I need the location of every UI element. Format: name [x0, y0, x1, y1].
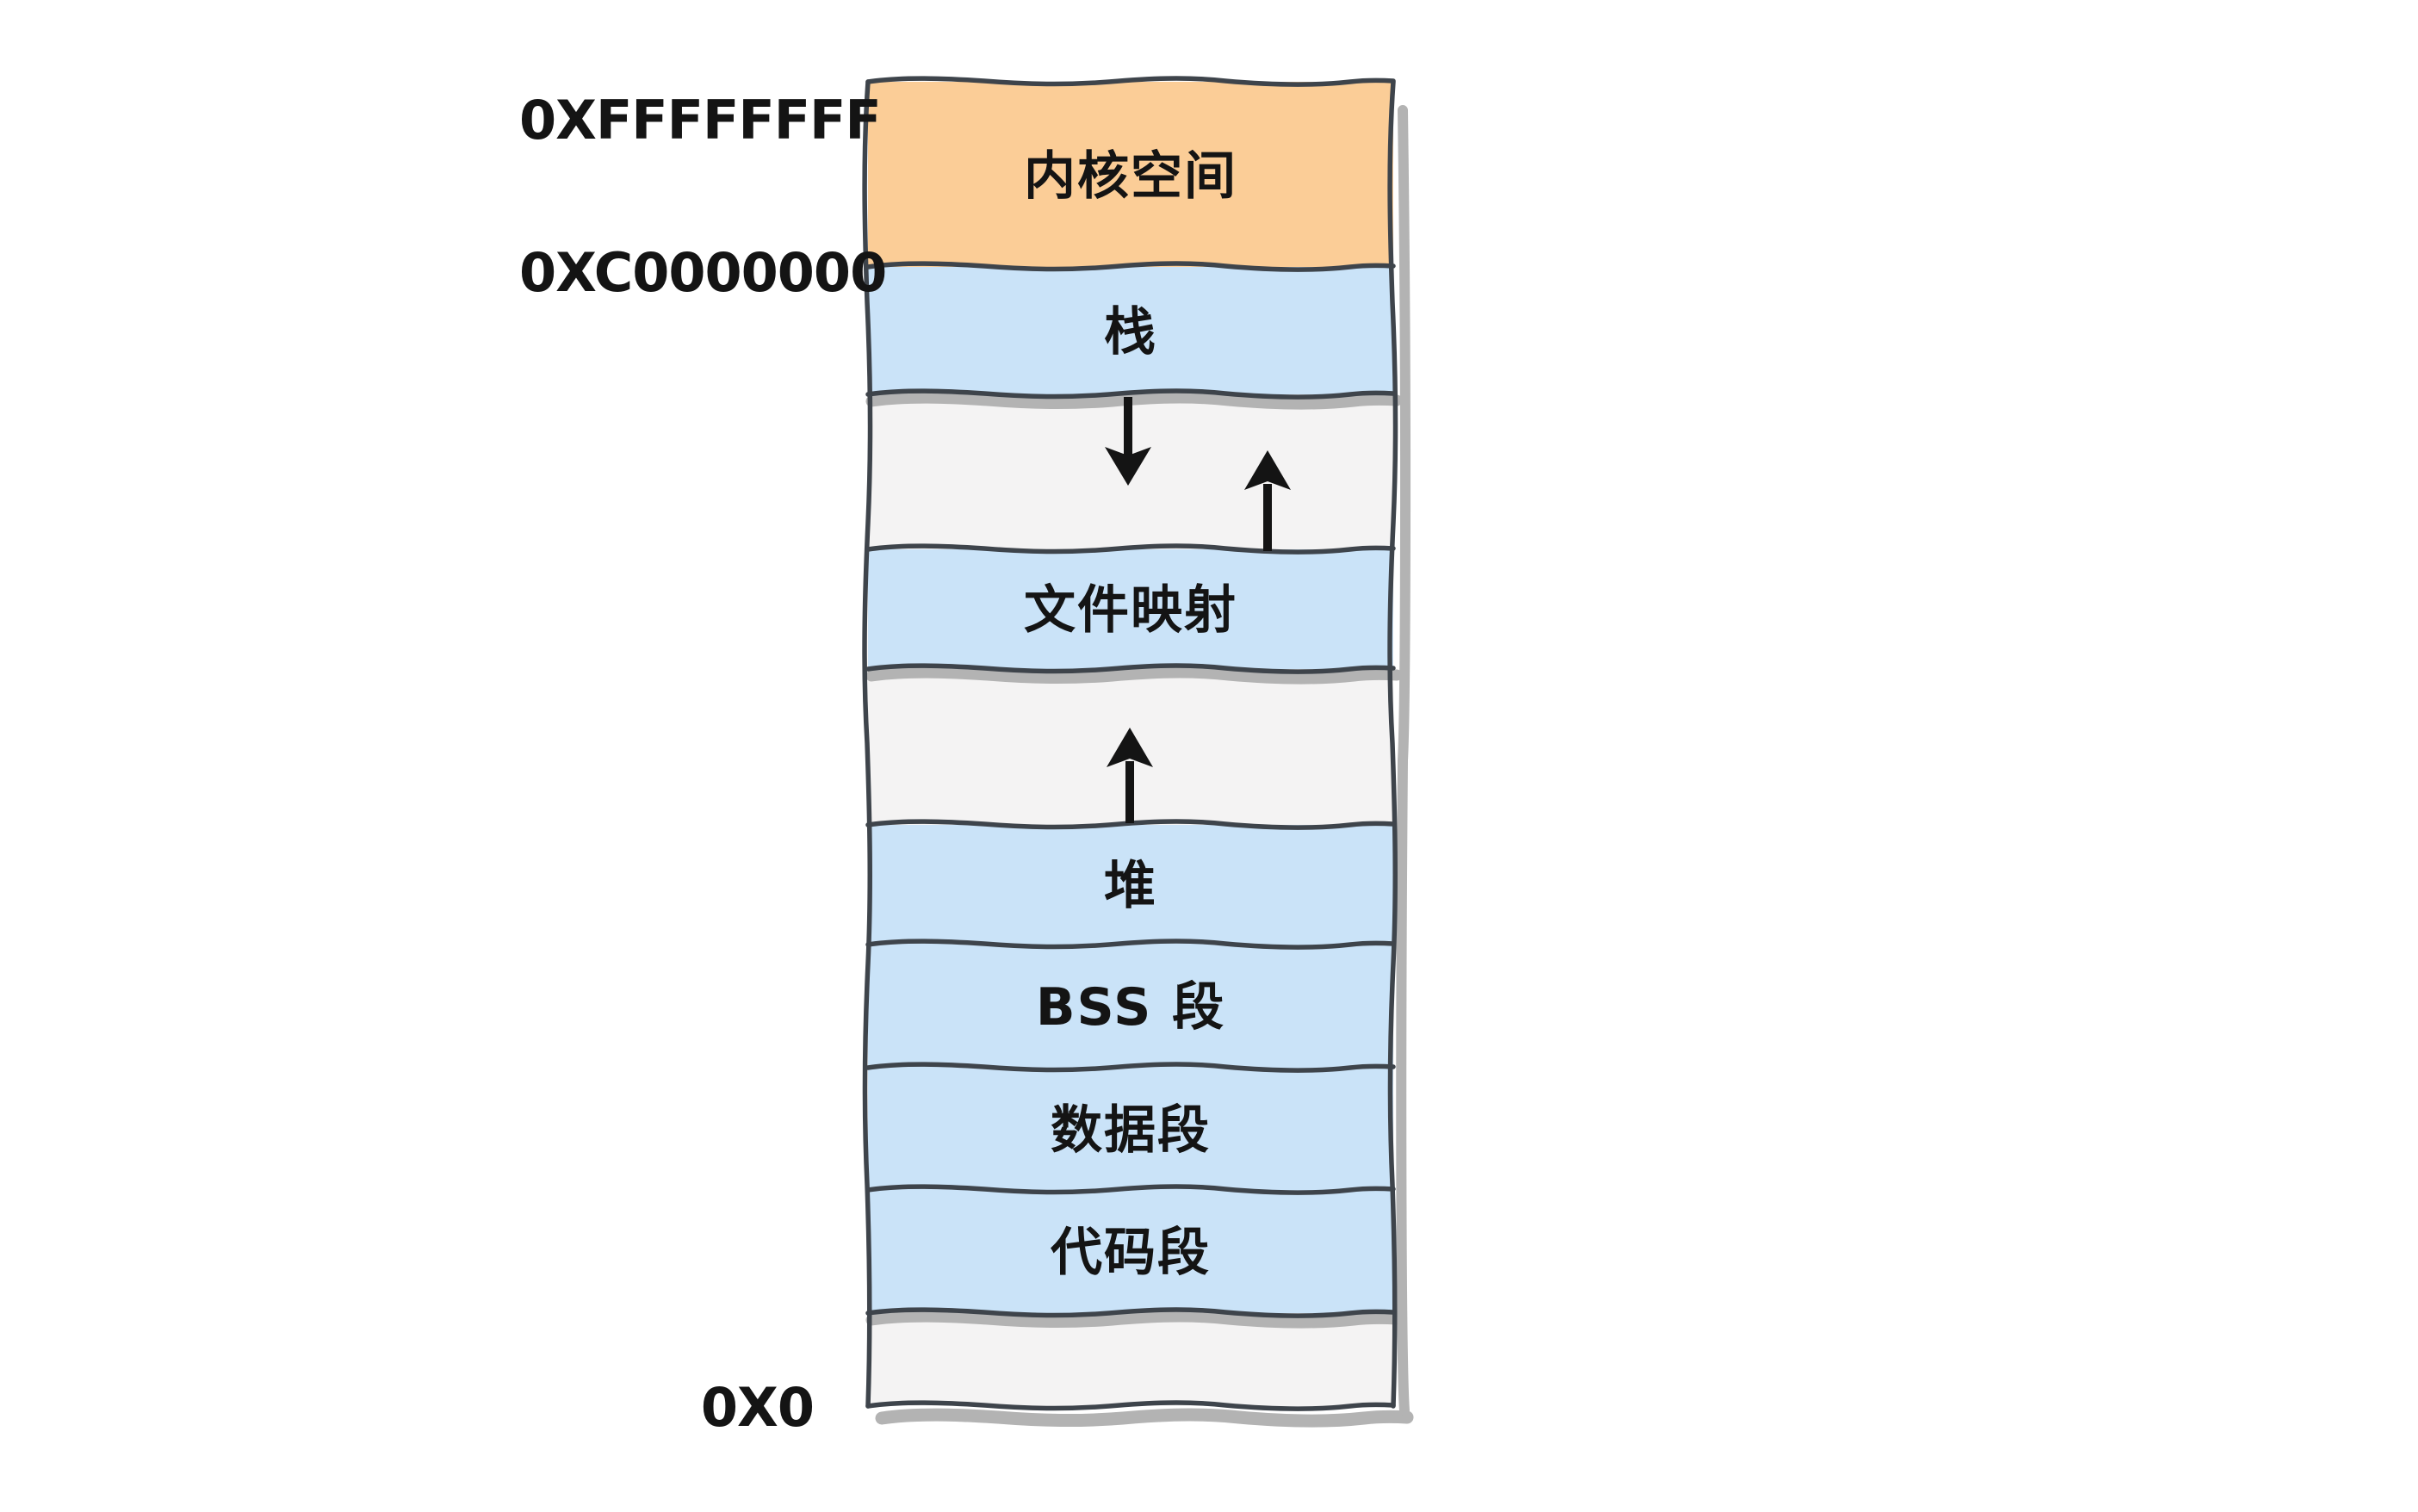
segment-stack-fill — [868, 267, 1393, 394]
drop-shadows — [871, 105, 1411, 1421]
segment-heap-fill — [868, 825, 1393, 945]
address-label-bottom: 0X0 — [701, 1376, 814, 1439]
address-labels: 0XFFFFFFFF 0XC0000000 0X0 — [519, 89, 887, 1439]
address-label-kernel-boundary: 0XC0000000 — [519, 241, 886, 304]
segment-reserved-low-fill — [868, 1313, 1393, 1406]
heap-growth-up-arrow — [1107, 728, 1153, 823]
segment-file-mapping-fill — [868, 549, 1393, 669]
segment-stack-label: 栈 — [1104, 302, 1157, 363]
shadow-right-of-column — [1396, 105, 1411, 1416]
segment-labels: 内核空间 栈 文件映射 堆 BSS 段 数据段 代码段 — [1024, 146, 1237, 1283]
address-label-top: 0XFFFFFFFF — [519, 89, 881, 152]
segment-bss-fill — [868, 945, 1393, 1068]
shadow-under-column — [882, 1415, 1407, 1421]
memory-column — [868, 82, 1393, 1406]
segment-file-mapping-label: 文件映射 — [1024, 580, 1237, 641]
segment-kernel-space-fill — [868, 82, 1393, 267]
segment-code-fill — [868, 1190, 1393, 1313]
segment-bss-label: BSS 段 — [1036, 977, 1225, 1038]
stack-growth-down-arrow — [1105, 397, 1151, 486]
mmap-growth-up-arrow — [1244, 450, 1291, 551]
segment-data-fill — [868, 1068, 1393, 1190]
arrow-head-up-icon — [1107, 728, 1153, 767]
segment-code-label: 代码段 — [1050, 1223, 1211, 1283]
segment-data-label: 数据段 — [1051, 1100, 1211, 1161]
arrow-head-up-icon — [1244, 450, 1291, 490]
segment-kernel-space-label: 内核空间 — [1024, 146, 1237, 207]
segment-heap-label: 堆 — [1104, 856, 1157, 916]
arrow-head-down-icon — [1105, 447, 1151, 486]
